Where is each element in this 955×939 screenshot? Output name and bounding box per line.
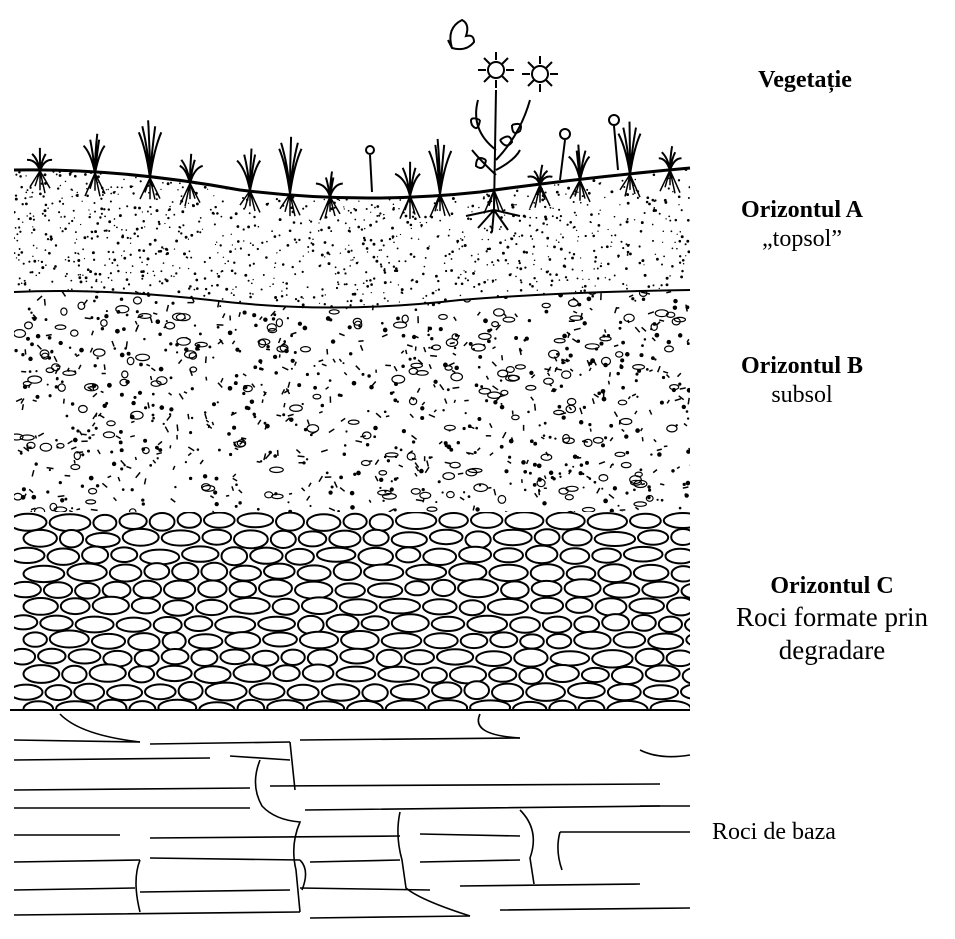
label-horizon-b: Orizontul B subsol [722,352,882,411]
root [570,180,590,202]
grass-tufts [27,120,682,196]
label-horizon-c-subtitle-line2: degradare [712,634,952,667]
grass-tuft [84,134,105,173]
root [320,197,340,220]
horizon-b-texture [10,285,693,516]
horizon-c-layer [9,512,731,719]
flower-head-2-icon [522,56,558,92]
root [530,185,550,208]
label-bedrock: Roci de baza [712,818,892,847]
flower-head-1-icon [478,52,514,88]
grass-tuft [139,120,162,178]
horizon-c-cobbles [9,512,731,719]
label-horizon-c-title: Orizontul C [712,572,952,601]
horizon-b-layer [10,285,693,516]
label-horizon-c: Orizontul C Roci formate prin degradare [712,572,952,667]
root [400,196,420,219]
label-horizon-a-title: Orizontul A [722,196,882,225]
butterfly-icon [448,20,474,49]
grass-tuft [429,139,451,194]
grass-tuft [279,137,301,194]
grass-tuft [237,149,260,191]
root [140,178,160,199]
grass-tuft [569,145,590,180]
label-horizon-b-title: Orizontul B [722,352,882,381]
root [85,173,105,196]
grass-tuft [180,154,203,184]
vegetation-plants [27,20,682,232]
bedrock-layer [14,714,690,918]
label-horizon-c-subtitle-line1: Roci formate prin [712,601,952,634]
root [30,171,50,193]
label-horizon-b-subtitle: subsol [722,381,882,410]
root [430,194,450,217]
root [620,175,640,198]
grass-tuft [659,146,682,170]
root [660,170,680,193]
label-vegetation-title: Vegetație [730,66,880,95]
label-horizon-a-subtitle: „topsol” [722,225,882,254]
label-horizon-a: Orizontul A „topsol” [722,196,882,255]
grass-tuft [316,172,343,197]
label-vegetation: Vegetație [730,66,880,95]
root [280,194,300,216]
label-bedrock-title: Roci de baza [712,818,892,847]
grass-tuft [618,122,640,175]
root [240,191,260,213]
grass-tuft [27,148,52,171]
grass-tuft [395,162,420,196]
